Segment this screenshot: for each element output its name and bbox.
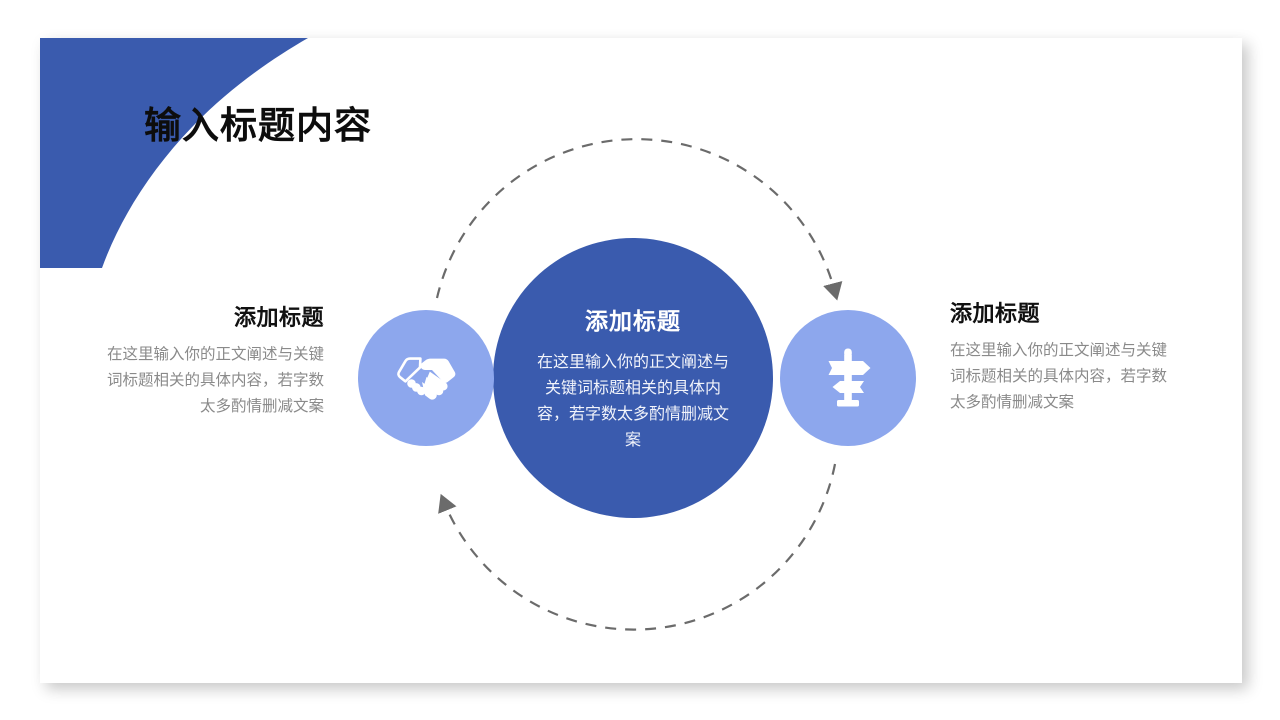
corner-swoosh-decoration (40, 38, 308, 268)
slide-card: 输入标题内容 (40, 38, 1242, 683)
page-title: 输入标题内容 (144, 105, 372, 146)
